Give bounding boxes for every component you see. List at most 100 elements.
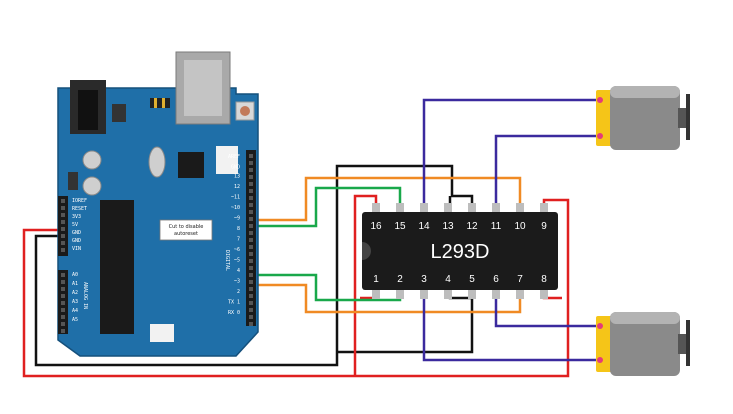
- motor-top-body: [610, 86, 680, 150]
- board-label: GND: [231, 165, 240, 171]
- header-hole: [61, 241, 65, 245]
- wire-black-gnd-top: [34, 164, 474, 367]
- motor-top-terminal-2: [597, 133, 603, 139]
- header-hole: [61, 234, 65, 238]
- header-hole: [249, 161, 253, 165]
- header-hole: [61, 248, 65, 252]
- header-hole: [249, 322, 253, 326]
- ic-pin-12: [468, 203, 476, 214]
- header-hole: [249, 182, 253, 186]
- board-label: A3: [72, 299, 78, 305]
- fuse: [150, 98, 170, 108]
- icsp-header-top: [216, 146, 238, 174]
- header-hole: [61, 301, 65, 305]
- ic-pin-number: 13: [442, 221, 454, 232]
- ic-notch: [362, 242, 371, 260]
- motor-bottom-terminal-1: [597, 323, 603, 329]
- wire-green-top: [256, 186, 402, 228]
- motor-bottom-body: [610, 312, 680, 376]
- ic-pin-number: 5: [469, 274, 475, 285]
- board-label: A0: [72, 272, 78, 278]
- header-hole: [249, 315, 253, 319]
- ic-pin-16: [372, 203, 380, 214]
- usb-inner: [184, 60, 222, 116]
- board-label: ~10: [231, 205, 240, 211]
- motor-bottom-highlight: [610, 312, 680, 324]
- motor-bottom-hub: [678, 334, 688, 354]
- header-hole: [249, 231, 253, 235]
- reset-button-cap: [240, 106, 250, 116]
- wire-purple-m2b: [422, 288, 600, 362]
- ic-pin-15: [396, 203, 404, 214]
- board-label: 8: [237, 226, 240, 232]
- header-hole: [61, 308, 65, 312]
- board-label: A2: [72, 290, 78, 296]
- motor-top-shaft: [686, 94, 690, 140]
- motor-bottom-terminal-2: [597, 357, 603, 363]
- ic-pin-2: [396, 288, 404, 299]
- board-label: VIN: [72, 246, 81, 252]
- board-label: ~6: [234, 247, 240, 253]
- header-hole: [249, 308, 253, 312]
- ic-pin-7: [516, 288, 524, 299]
- ic-pin-14: [420, 203, 428, 214]
- header-hole: [249, 203, 253, 207]
- ic-pin-number: 16: [370, 221, 382, 232]
- board-label: 2: [237, 289, 240, 295]
- board-label: 7: [237, 237, 240, 243]
- header-hole: [61, 294, 65, 298]
- board-label: RESET: [72, 206, 87, 212]
- ic-pin-number: 12: [466, 221, 478, 232]
- power-header: [58, 196, 68, 256]
- ic-pin-number: 6: [493, 274, 499, 285]
- ic-pin-6: [492, 288, 500, 299]
- header-hole: [61, 199, 65, 203]
- header-hole: [61, 287, 65, 291]
- wire-purple-m2a: [494, 288, 600, 328]
- ic-body: [362, 212, 558, 290]
- board-label: 5V: [72, 222, 78, 228]
- motor-top-hub: [678, 108, 688, 128]
- usb-chip: [178, 152, 204, 178]
- header-hole: [249, 266, 253, 270]
- motor-top: [596, 86, 690, 150]
- wire-orange-top: [256, 176, 522, 222]
- ic-pin-number: 4: [445, 274, 451, 285]
- board-label: 4: [237, 268, 240, 274]
- ic-pin-4: [444, 288, 452, 299]
- wire-black-bottom: [337, 298, 474, 354]
- header-hole: [249, 224, 253, 228]
- motor-top-cap: [596, 90, 612, 146]
- header-hole: [249, 245, 253, 249]
- regulator: [112, 104, 126, 122]
- header-hole: [249, 210, 253, 214]
- autoreset-note-line2: autoreset: [174, 231, 198, 237]
- ic-pins-top: [372, 203, 548, 214]
- header-holes: [61, 154, 253, 333]
- board-label-digital: DIGITAL: [224, 250, 230, 271]
- wire-purple-m1b: [494, 134, 600, 214]
- autoreset-note-line1: Cut to disable: [169, 224, 204, 230]
- board-label: A1: [72, 281, 78, 287]
- header-hole: [249, 252, 253, 256]
- capacitor-2: [82, 176, 102, 196]
- header-hole: [249, 280, 253, 284]
- header-hole: [249, 259, 253, 263]
- board-label: ~5: [234, 258, 240, 264]
- ic-pin-number: 7: [517, 274, 523, 285]
- header-hole: [61, 213, 65, 217]
- motor-bottom: [596, 312, 690, 376]
- ic-pin-13: [444, 203, 452, 214]
- header-hole: [249, 154, 253, 158]
- header-hole: [249, 273, 253, 277]
- board-label: 3V3: [72, 214, 81, 220]
- header-hole: [61, 329, 65, 333]
- ic-pin-9: [540, 203, 548, 214]
- motor-top-highlight: [610, 86, 680, 98]
- ic-pin-5: [468, 288, 476, 299]
- board-label: RX 0: [228, 310, 240, 316]
